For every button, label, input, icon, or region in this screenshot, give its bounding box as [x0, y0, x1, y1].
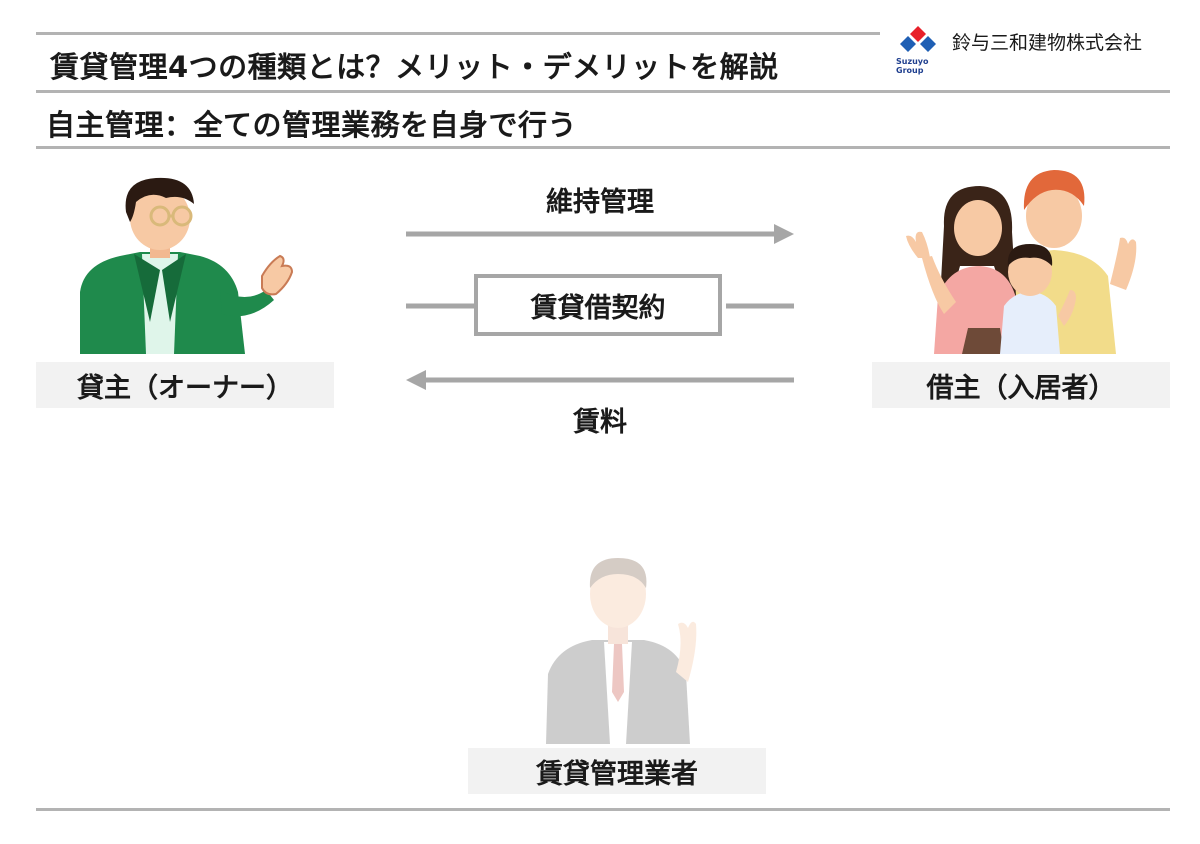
contract-line: [406, 303, 794, 309]
owner-label: 貸主（オーナー）: [36, 362, 334, 408]
maintenance-label: 維持管理: [546, 187, 654, 218]
tenant-label: 借主（入居者）: [872, 362, 1170, 408]
manager-person-icon: [546, 558, 697, 744]
contract-label: 賃貸借契約: [474, 274, 722, 336]
suzuyo-logo-icon: Suzuyo Group: [896, 24, 940, 80]
maintenance-arrow: [406, 224, 794, 244]
page-title: 賃貸管理4つの種類とは？メリット・デメリットを解説: [50, 50, 779, 84]
rent-arrow: [406, 370, 794, 390]
manager-label: 賃貸管理業者: [468, 748, 766, 794]
footer-rule: [36, 808, 1170, 811]
header-bottom-rule: [36, 146, 1170, 149]
section-title: 自主管理：全ての管理業務を自身で行う: [46, 108, 578, 142]
owner-person-icon: [80, 177, 294, 354]
logo-text-2: Group: [896, 66, 924, 75]
header-mid-rule: [36, 90, 1170, 93]
tenant-family-icon: [906, 170, 1137, 354]
logo-text-1: Suzuyo: [896, 57, 929, 66]
rent-label: 賃料: [573, 407, 627, 438]
company-name: 鈴与三和建物株式会社: [952, 32, 1143, 54]
header-top-rule: [36, 32, 880, 35]
